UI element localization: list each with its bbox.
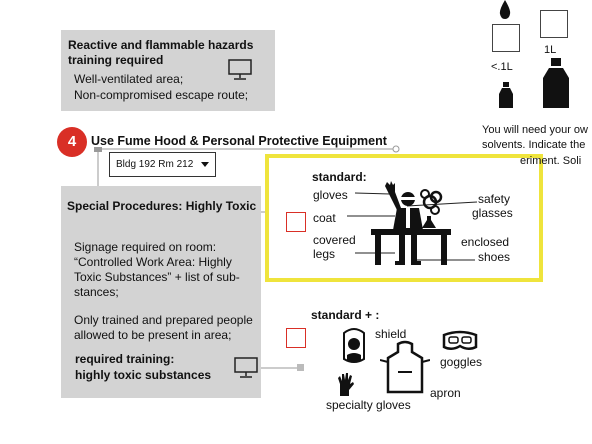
ppe-glasses-label-2: glasses [472, 206, 513, 220]
small-container-label: <.1L [491, 61, 513, 73]
instructions-line-1: You will need your ow [482, 124, 588, 136]
toxic-signage-text: Signage required on room: “Controlled Wo… [74, 240, 240, 299]
small-container-checkbox[interactable] [492, 24, 520, 52]
reactive-line-2: Non-compromised escape route; [74, 88, 249, 102]
goggles-icon [442, 330, 478, 350]
specialty-gloves-icon [338, 373, 354, 396]
ppe-coat-label: coat [313, 211, 336, 225]
required-training-value: highly toxic substances [75, 368, 212, 382]
large-container-label: 1L [544, 44, 557, 56]
computer-training-icon [234, 357, 258, 378]
scientist-icon [347, 181, 478, 265]
toxic-procedures-title: Special Procedures: Highly Toxic [67, 199, 257, 213]
instructions-text: You will need your ow solvents. Indicate… [482, 123, 592, 169]
ppe-glasses-label-1: safety [478, 192, 511, 206]
step-number-badge: 4 [57, 127, 87, 157]
required-training-label: required training: [75, 352, 175, 366]
apron-label: apron [430, 386, 461, 400]
large-bottle-icon [543, 58, 569, 108]
toxic-procedures-box [61, 186, 261, 398]
ppe-legs-label-1: covered [313, 233, 356, 247]
standard-plus-heading: standard + : [311, 308, 380, 322]
ppe-shoes-label-1: enclosed [461, 235, 510, 249]
apron-icon [380, 340, 430, 394]
large-container-checkbox[interactable] [540, 10, 568, 38]
standard-ppe-checkbox[interactable] [286, 212, 306, 232]
ppe-legs-label-2: legs [313, 247, 336, 261]
toxic-people-text: Only trained and prepared people allowed… [74, 313, 253, 342]
standard-ppe-heading: standard: [312, 170, 367, 184]
goggles-label: goggles [440, 355, 483, 369]
computer-training-icon [228, 59, 252, 80]
chevron-down-icon [201, 162, 209, 167]
instructions-line-2: solvents. Indicate the [482, 139, 586, 152]
reactive-line-1: Well-ventilated area; [74, 72, 184, 86]
standard-plus-ppe-checkbox[interactable] [286, 328, 306, 348]
instructions-line-3: eriment. Soli [520, 154, 582, 167]
specialty-gloves-label: specialty gloves [326, 398, 411, 412]
droplet-icon [499, 0, 511, 19]
ppe-shoes-label-2: shoes [478, 250, 511, 264]
face-shield-icon [343, 328, 365, 363]
location-select[interactable]: Bldg 192 Rm 212 [109, 152, 216, 177]
standard-ppe-highlight [265, 154, 543, 282]
shield-label: shield [375, 327, 407, 341]
step-title: Use Fume Hood & Personal Protective Equi… [91, 134, 387, 148]
location-select-value: Bldg 192 Rm 212 [116, 159, 194, 170]
ppe-gloves-label: gloves [313, 188, 348, 202]
small-bottle-icon [499, 82, 513, 108]
reactive-hazards-title: Reactive and flammable hazards training … [68, 38, 254, 67]
reactive-hazards-box [61, 30, 275, 111]
